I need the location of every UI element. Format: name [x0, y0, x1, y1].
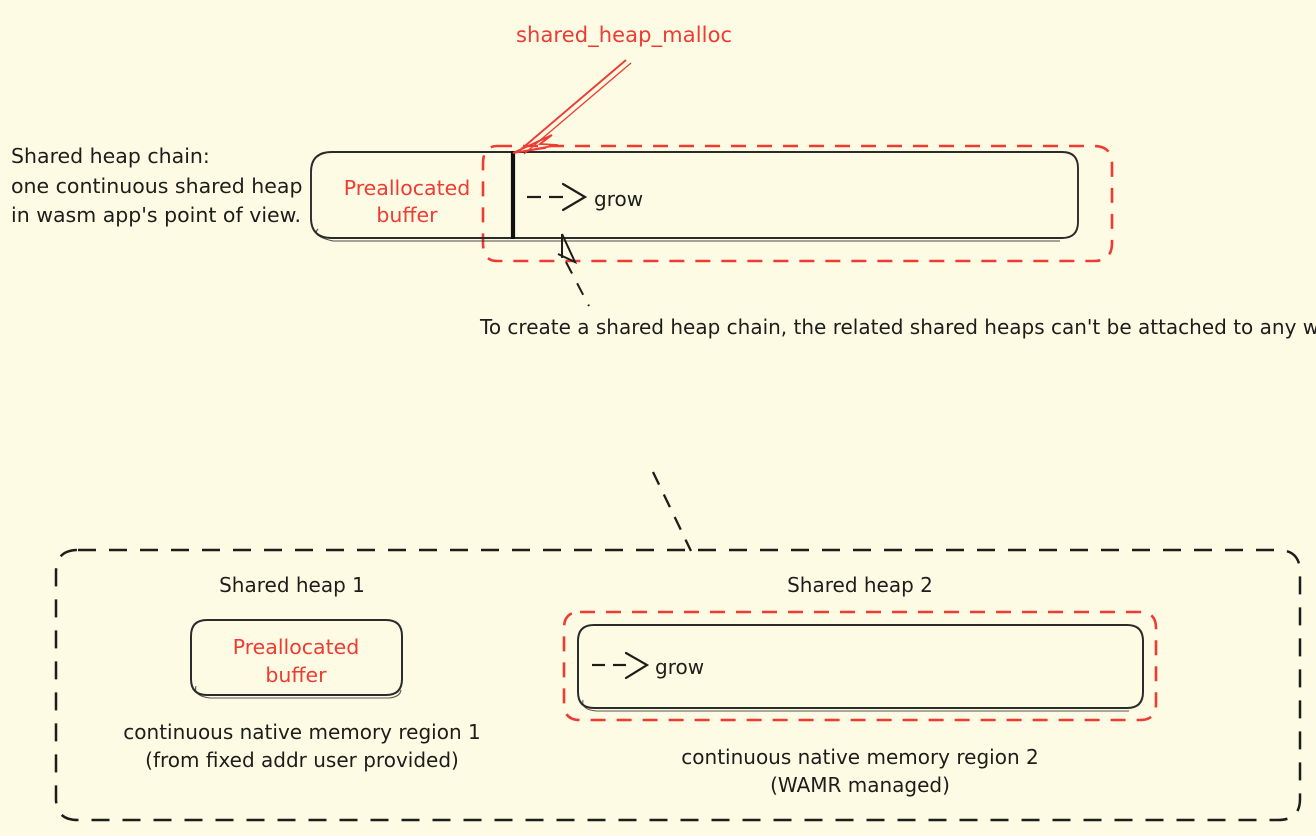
- heap2-grow-label: grow: [655, 655, 705, 679]
- top-preallocated-buffer-label: Preallocated buffer: [343, 176, 471, 228]
- note-to-top-heap-arrow: [557, 233, 590, 307]
- top-grow-label: grow: [594, 187, 644, 211]
- left-description-text: Shared heap chain: one continuous shared…: [11, 144, 303, 228]
- shared-heap-2-title: Shared heap 2: [787, 573, 933, 597]
- top-red-dashed-region: [481, 144, 1114, 263]
- heap2-grow-arrow-icon: [592, 651, 650, 680]
- heap2-caption: continuous native memory region 2 (WAMR …: [681, 745, 1039, 797]
- heap1-caption: continuous native memory region 1 (from …: [123, 720, 481, 772]
- shared-heap-malloc-pointer: [512, 59, 632, 155]
- heap2-box-sketch-stroke: [582, 699, 1129, 712]
- shared-heap-chain-note: To create a shared heap chain, the relat…: [480, 315, 1316, 339]
- top-grow-arrow-icon: [527, 182, 588, 212]
- shared-heap-1-title: Shared heap 1: [219, 573, 365, 597]
- shared-heap-malloc-label: shared_heap_malloc: [516, 23, 733, 47]
- heap1-preallocated-buffer-label: Preallocated buffer: [232, 635, 360, 687]
- top-box-sketch-stroke: [315, 228, 1060, 242]
- note-to-region-leader-line: [651, 471, 693, 552]
- heap2-red-dashed-region: [562, 610, 1158, 722]
